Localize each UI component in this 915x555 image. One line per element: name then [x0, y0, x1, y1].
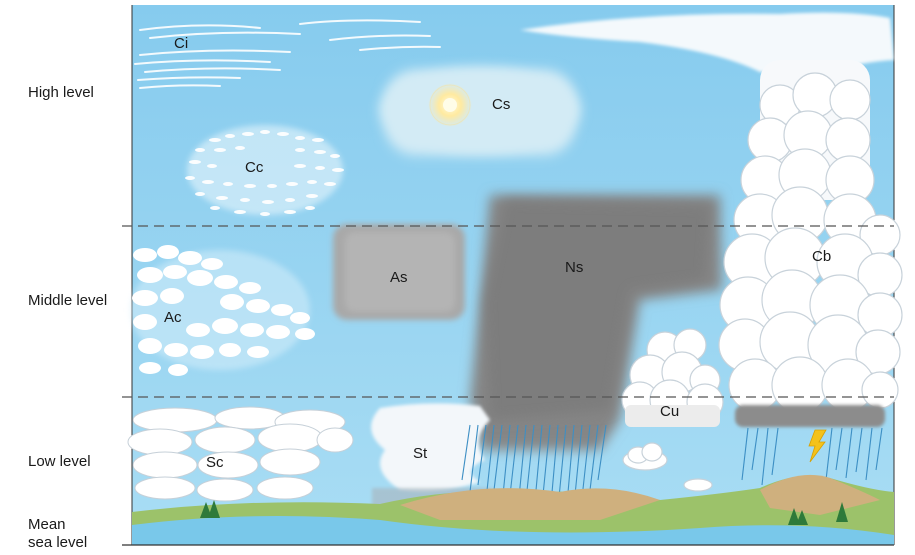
- mean-sea-level-line2: sea level: [28, 534, 88, 551]
- altocumulus-cloud: [130, 245, 315, 376]
- cu-label: Cu: [660, 403, 679, 420]
- cumulus-cloud: [621, 328, 724, 492]
- cirrostratus-cloud: [380, 68, 580, 155]
- cc-label: Cc: [245, 159, 264, 176]
- sc-label: Sc: [206, 454, 224, 471]
- cumulonimbus-rain: [741, 427, 883, 486]
- high-level-label: High level: [28, 84, 94, 101]
- ci-label: Ci: [174, 35, 188, 52]
- as-label: As: [390, 269, 408, 286]
- ground: [132, 474, 894, 545]
- mean-sea-level-line1: Mean: [28, 516, 66, 533]
- ac-label: Ac: [164, 309, 182, 326]
- st-label: St: [413, 445, 428, 462]
- low-level-label: Low level: [28, 453, 91, 470]
- mean-sea-level-label: Mean sea level: [28, 516, 87, 552]
- ns-label: Ns: [565, 259, 583, 276]
- stratocumulus-cloud: [127, 406, 354, 502]
- cirrocumulus-cloud: [185, 125, 344, 216]
- middle-level-label: Middle level: [28, 292, 108, 309]
- cirrus-cloud: [134, 19, 441, 89]
- altostratus-cloud: [333, 224, 465, 320]
- sea-water: [132, 516, 894, 545]
- cumulonimbus-cloud: [520, 12, 903, 427]
- lightning-icon: [808, 429, 827, 463]
- cb-label: Cb: [812, 248, 831, 265]
- tree-icon: [200, 500, 848, 525]
- nimbostratus-cloud: [470, 195, 722, 450]
- cs-label: Cs: [492, 96, 510, 113]
